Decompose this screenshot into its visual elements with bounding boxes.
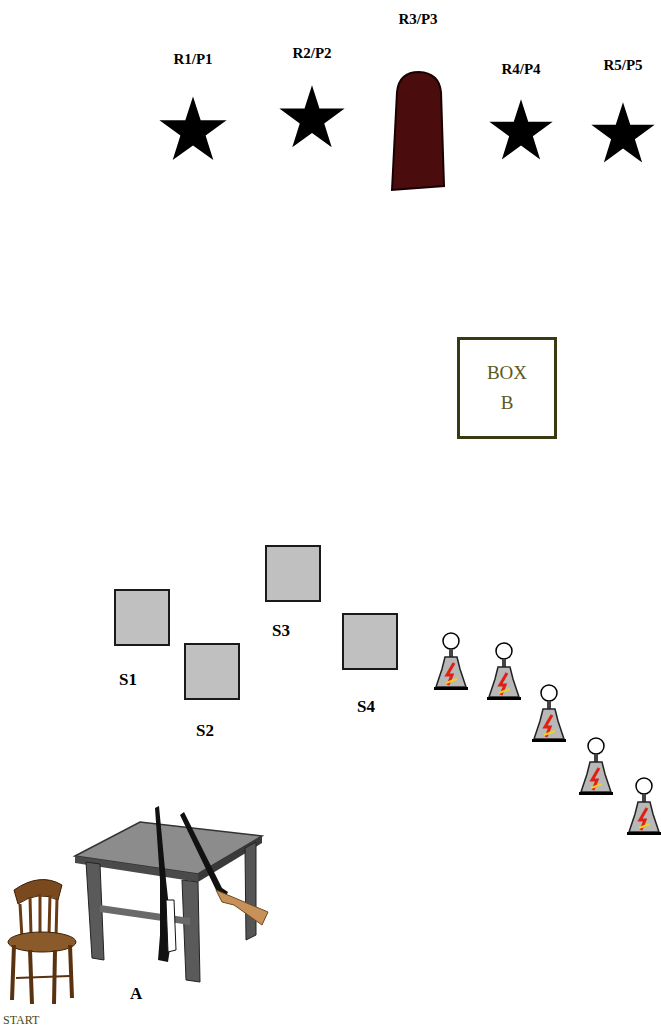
- box-label: S3: [272, 622, 290, 640]
- box-label: S1: [119, 671, 137, 689]
- shooting-box: S2: [182, 643, 242, 740]
- post-target: [389, 70, 447, 194]
- shooting-square: [114, 589, 170, 646]
- box-b: BOX B: [457, 337, 557, 439]
- target-label: R2/P2: [292, 44, 331, 62]
- popper-targets: [434, 633, 661, 835]
- box-label: S4: [357, 698, 375, 716]
- target-node: R4/P4: [481, 60, 561, 164]
- target-node: R3/P3: [378, 10, 458, 194]
- shooting-square: [265, 545, 321, 602]
- shooting-box: S1: [112, 589, 172, 689]
- target-node: R5/P5: [588, 56, 658, 167]
- shooting-box: S4: [340, 613, 400, 716]
- target-node: R2/P2: [272, 44, 352, 152]
- target-label: R1/P1: [173, 50, 212, 68]
- shooting-square: [342, 613, 398, 670]
- target-label: R4/P4: [501, 60, 540, 78]
- chair: [8, 880, 76, 1004]
- target-node: R1/P1: [153, 50, 233, 165]
- start-label: START: [3, 1013, 39, 1028]
- star-target: [278, 84, 346, 152]
- target-label: R5/P5: [603, 56, 642, 74]
- shooting-box: S3: [263, 545, 323, 640]
- box-text: BOX B: [481, 358, 533, 418]
- shooting-square: [184, 643, 240, 700]
- point-label: A: [130, 984, 142, 1004]
- target-label: R3/P3: [398, 10, 437, 28]
- star-target: [488, 98, 554, 164]
- rifles: [155, 806, 268, 962]
- star-target: [158, 95, 228, 165]
- box-label: S2: [196, 722, 214, 740]
- star-target: [590, 101, 656, 167]
